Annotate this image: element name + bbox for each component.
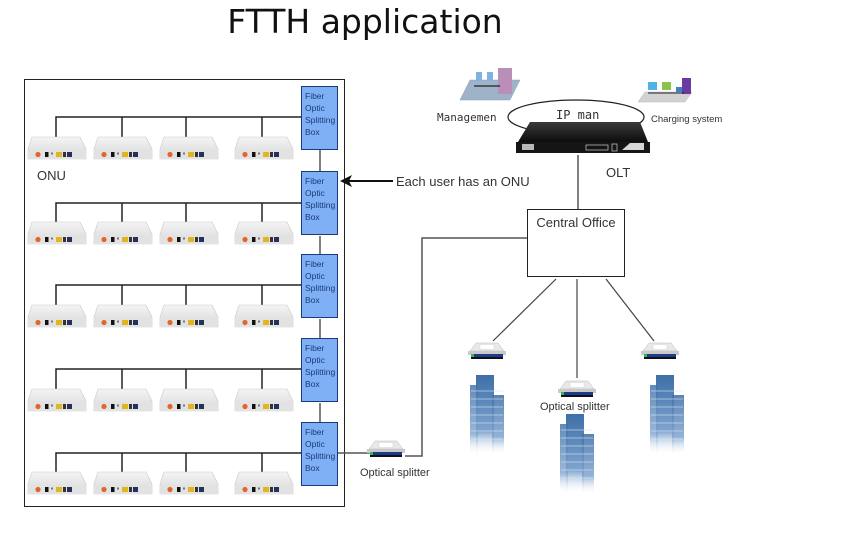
fiber-box-label-line: Fiber <box>305 91 325 101</box>
charging-system-label: Charging system <box>651 114 723 125</box>
central-office-label: Central Office <box>536 215 616 230</box>
onu-bus-lines <box>55 116 301 472</box>
fiber-box-label-line: Fiber <box>305 259 325 269</box>
onu-device-icon <box>159 304 219 328</box>
arrow-icon <box>340 175 393 187</box>
onu-device-icon <box>234 471 294 495</box>
fiber-box-label-line: Splitting <box>305 451 336 461</box>
fiber-box-label-line: Fiber <box>305 176 325 186</box>
onu-device-icon <box>234 388 294 412</box>
onu-device-icon <box>234 136 294 160</box>
onu-device-icon <box>159 136 219 160</box>
onu-device-icon <box>93 304 153 328</box>
fiber-box-label-line: Fiber <box>305 427 325 437</box>
each-user-note: Each user has an ONU <box>396 174 530 189</box>
fiber-box-label-line: Box <box>305 127 320 137</box>
onu-device-icon <box>93 136 153 160</box>
onu-device-icon <box>93 388 153 412</box>
fiber-box-label-line: Box <box>305 295 320 305</box>
building-splitter-label: Optical splitter <box>540 401 610 413</box>
optical-splitter-icon <box>467 342 507 360</box>
office-building-icon <box>559 413 595 495</box>
office-building-icon <box>469 374 505 456</box>
onu-device-icon <box>159 221 219 245</box>
fiber-box-label-line: Optic <box>305 188 325 198</box>
fiber-box-label-line: Splitting <box>305 367 336 377</box>
onu-device-icon <box>159 471 219 495</box>
page-title: FTTH application <box>227 2 503 41</box>
onu-device-icon <box>27 221 87 245</box>
fiber-box-label-line: Optic <box>305 439 325 449</box>
charging-system-icon <box>637 78 693 103</box>
fiber-box-label-line: Fiber <box>305 343 325 353</box>
onu-device-icon <box>27 136 87 160</box>
local-splitter-label: Optical splitter <box>360 467 430 479</box>
onu-device-icon <box>27 471 87 495</box>
fiber-box-label-line: Box <box>305 379 320 389</box>
central-office-box: Central Office <box>527 209 625 277</box>
fiber-box-label-line: Splitting <box>305 283 336 293</box>
onu-device-icon <box>234 304 294 328</box>
fiber-box-label-line: Splitting <box>305 200 336 210</box>
onu-device-icon <box>93 221 153 245</box>
onu-label: ONU <box>37 168 66 183</box>
fiber-box-label-line: Splitting <box>305 115 336 125</box>
management-network-icon <box>459 68 521 101</box>
optical-splitter-icon <box>366 440 406 458</box>
onu-device-icon <box>93 471 153 495</box>
fiber-box-label-line: Box <box>305 212 320 222</box>
olt-label: OLT <box>606 165 631 180</box>
fiber-box-label-line: Optic <box>305 271 325 281</box>
fiber-box-label-line: Box <box>305 463 320 473</box>
fiber-box-label-line: Optic <box>305 355 325 365</box>
user-premises-panel <box>24 79 345 507</box>
onu-device-icon <box>159 388 219 412</box>
management-label: Managemen <box>437 111 497 124</box>
fiber-box-label-line: Optic <box>305 103 325 113</box>
office-building-icon <box>649 374 685 456</box>
onu-device-icon <box>27 388 87 412</box>
onu-device-icon <box>234 221 294 245</box>
ip-man-label: IP man <box>556 108 600 122</box>
olt-rack-icon <box>516 122 650 153</box>
optical-splitter-icon <box>640 342 680 360</box>
onu-device-icon <box>27 304 87 328</box>
onu-devices <box>27 136 294 495</box>
optical-splitter-icon <box>557 380 597 398</box>
